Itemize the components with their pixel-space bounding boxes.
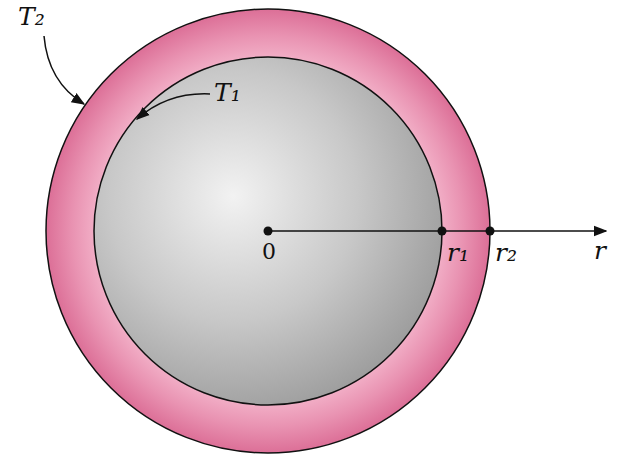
radius-axis: [268, 230, 606, 232]
origin-label: 0: [262, 241, 276, 263]
temperature-label: T₂: [18, 4, 45, 29]
radius-label: r₂: [495, 240, 517, 265]
temperature-label: T₁: [214, 80, 241, 105]
r1-dot: [438, 227, 447, 236]
r2-dot: [486, 227, 495, 236]
radius-label: r₁: [447, 240, 469, 265]
leader-arrow: [137, 94, 210, 119]
center-dot: [264, 227, 273, 236]
leader-arrow: [44, 36, 84, 104]
axis-label: r: [594, 238, 606, 263]
